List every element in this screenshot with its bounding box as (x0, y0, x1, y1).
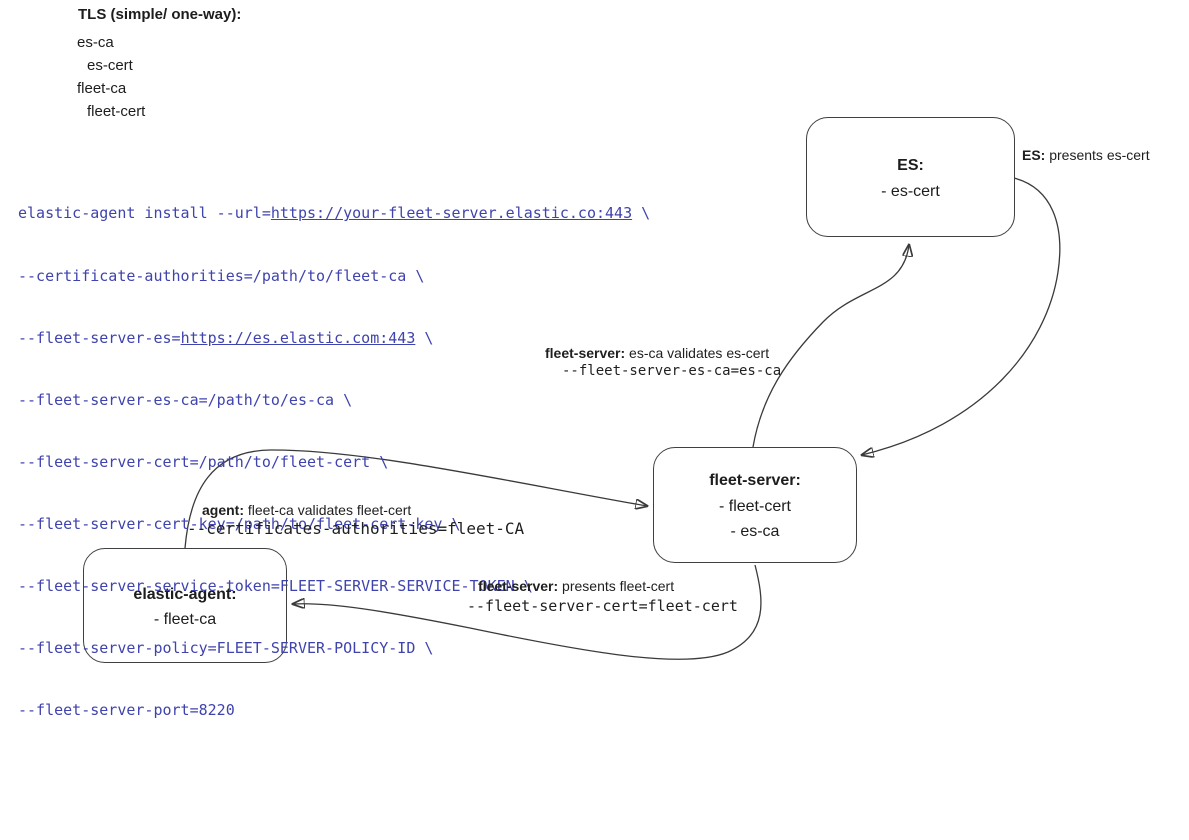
code-text: \ (632, 204, 651, 223)
node-title: fleet-server: (709, 472, 801, 490)
node-item: - fleet-ca (153, 611, 217, 628)
code-line: --fleet-server-port=8220 (18, 700, 650, 721)
certificate-list: es-ca es-cert fleet-ca fleet-cert (77, 31, 145, 123)
install-command-code-block: elastic-agent install --url=https://your… (18, 162, 650, 762)
code-text: \ (415, 328, 434, 347)
code-line: --certificate-authorities=/path/to/fleet… (18, 266, 650, 287)
label-code: --fleet-server-es-ca=es-ca (562, 363, 782, 379)
code-text: elastic-agent install --url= (18, 204, 271, 223)
es-node[interactable]: ES: - es-cert (806, 117, 1015, 237)
label-code: --fleet-server-cert=fleet-cert (467, 597, 738, 615)
code-text: --certificate-authorities=/path/to/fleet… (18, 266, 425, 285)
edge-label-es-presents: ES: presents es-cert (1022, 146, 1150, 164)
label-line: fleet-server: es-ca validates es-cert (545, 345, 770, 361)
node-title: ES: (897, 157, 924, 174)
node-item: - es-cert (881, 182, 940, 200)
list-item: es-cert (87, 57, 133, 74)
fleet-server-node[interactable]: fleet-server: - fleet-cert - es-ca (653, 447, 857, 563)
code-text: --fleet-server-service-token=FLEET-SERVE… (18, 577, 533, 596)
code-line: --fleet-server-policy=FLEET-SERVER-POLIC… (18, 638, 650, 659)
node-title: elastic-agent: (133, 585, 237, 603)
code-line: elastic-agent install --url=https://your… (18, 203, 650, 224)
code-text: --fleet-server-port=8220 (18, 701, 235, 720)
label-code: --certificates-authorities=fleet-CA (187, 519, 525, 538)
list-item: fleet-ca (77, 80, 127, 97)
code-line: --fleet-server-es-ca=/path/to/es-ca \ (18, 390, 650, 411)
label-line: ES: presents es-cert (1022, 147, 1150, 163)
code-text: --fleet-server-es= (18, 328, 181, 347)
node-item: - es-ca (730, 523, 780, 541)
code-line: --fleet-server-cert=/path/to/fleet-cert … (18, 452, 650, 473)
es-url-link[interactable]: https://es.elastic.com:443 (180, 328, 416, 347)
label-line: fleet-server: presents fleet-cert (478, 578, 675, 594)
edge-label-fleet-presents: fleet-server: presents fleet-cert --flee… (467, 577, 738, 615)
label-line: agent: fleet-ca validates fleet-cert (202, 502, 412, 518)
page-title: TLS (simple/ one-way): (78, 6, 242, 23)
edge-label-agent-validates-fleet: agent: fleet-ca validates fleet-cert --c… (187, 501, 524, 537)
list-item: es-ca (77, 34, 114, 51)
elastic-agent-node[interactable]: elastic-agent: - fleet-ca (83, 548, 287, 663)
edge-label-fleet-validates-es: fleet-server: es-ca validates es-cert --… (545, 344, 781, 380)
list-item: fleet-cert (87, 103, 146, 120)
code-line: --fleet-server-es=https://es.elastic.com… (18, 328, 650, 349)
code-text: --fleet-server-policy=FLEET-SERVER-POLIC… (18, 639, 434, 658)
code-text: --fleet-server-cert=/path/to/fleet-cert … (18, 452, 389, 471)
code-text: --fleet-server-es-ca=/path/to/es-ca \ (18, 390, 353, 409)
node-item: - fleet-cert (718, 497, 791, 515)
fleet-server-url-link[interactable]: https://your-fleet-server.elastic.co:443 (270, 204, 633, 223)
